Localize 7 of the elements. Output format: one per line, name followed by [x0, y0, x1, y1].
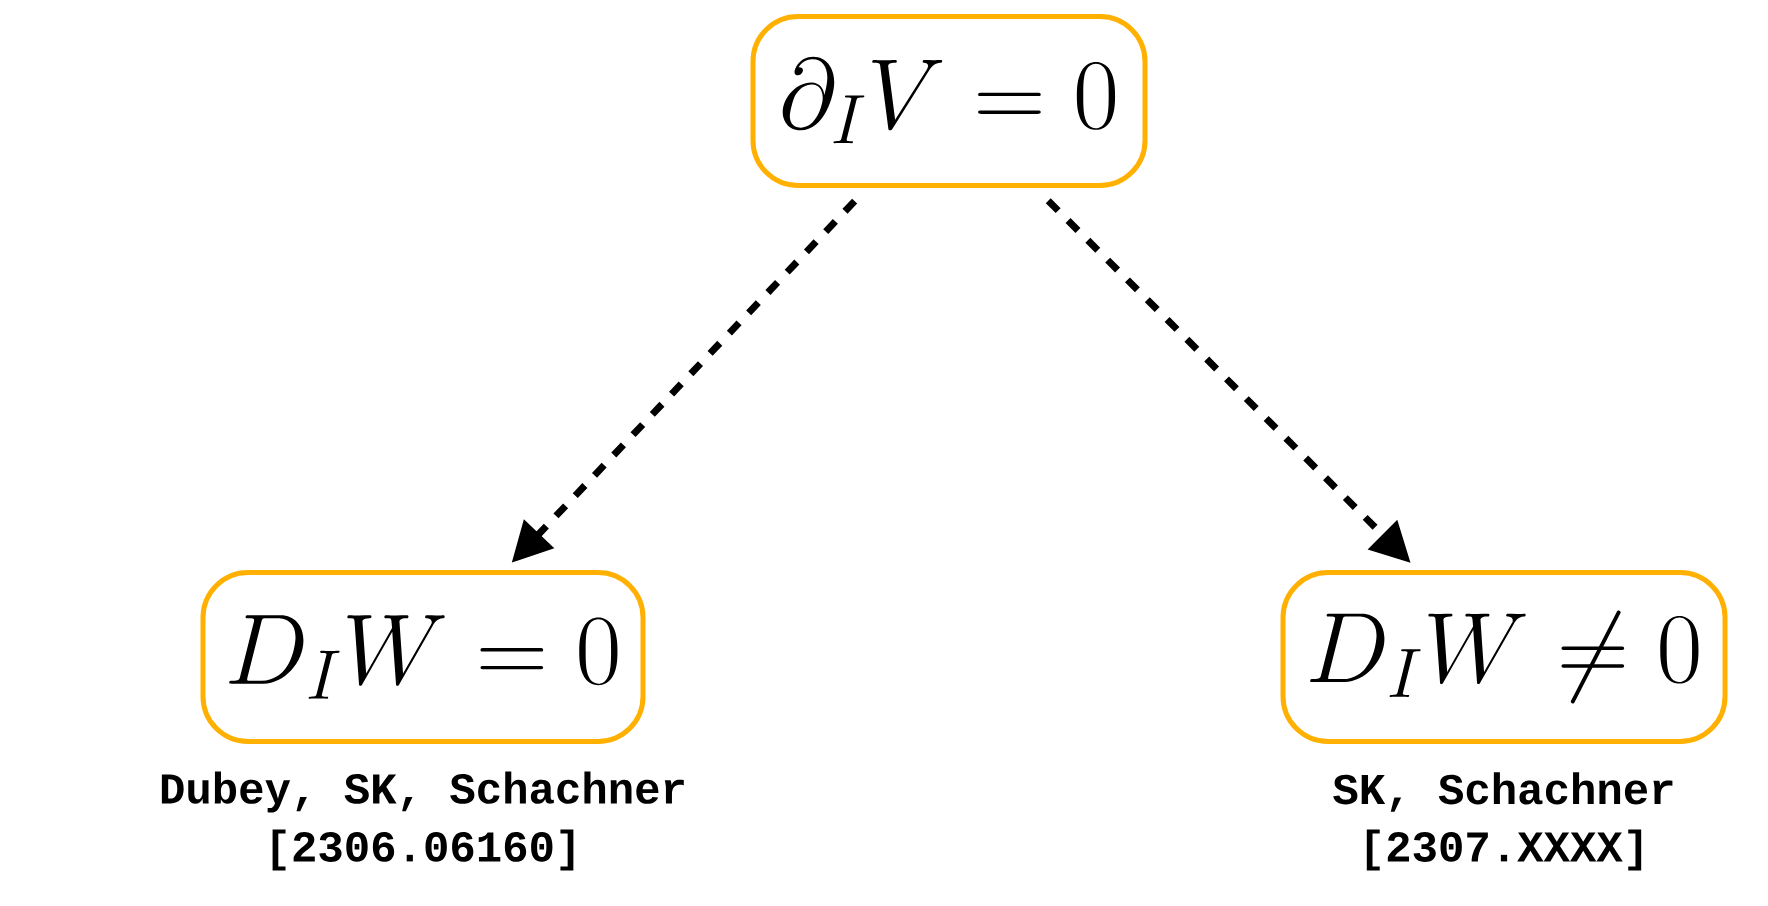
formula-box: $D_I W \neq 0$: [1280, 570, 1728, 744]
citation-text: Dubey, SK, Schachner: [161, 771, 684, 813]
formula-box: $\partial_I V = 0$: [750, 14, 1148, 188]
citation-text: [2306.06160]: [272, 829, 574, 871]
citation-text: [2307.XXXX]: [1366, 829, 1642, 871]
formula-box: $D_I W = 0$: [200, 570, 646, 744]
citation-text: SK, Schachner: [1333, 772, 1673, 812]
